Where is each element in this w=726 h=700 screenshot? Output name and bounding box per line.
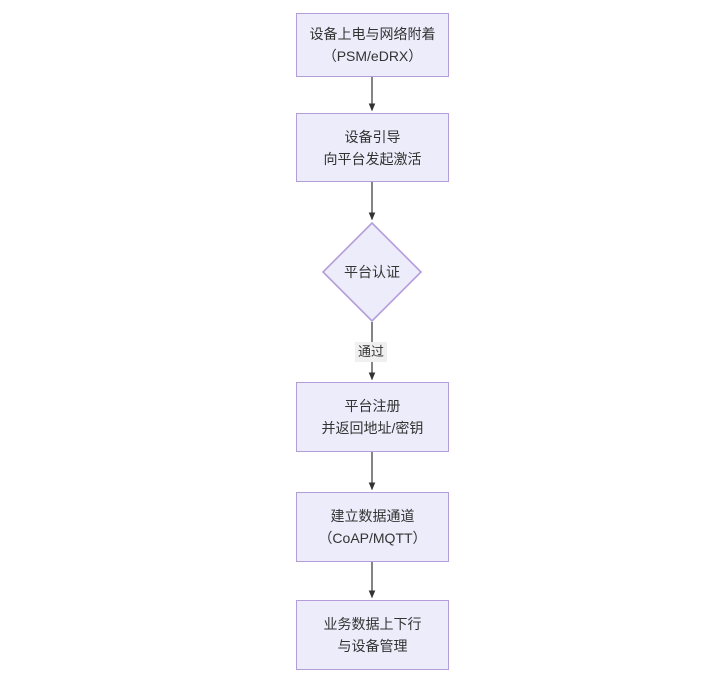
node-label-line: 业务数据上下行 bbox=[323, 616, 422, 632]
node-device-bootstrap[interactable]: 设备引导 向平台发起激活 bbox=[296, 113, 449, 182]
node-platform-auth-decision[interactable]: 平台认证 bbox=[322, 222, 422, 322]
node-label-line: 平台认证 bbox=[344, 264, 400, 280]
node-label-line: （PSM/eDRX） bbox=[322, 48, 423, 64]
node-business-data[interactable]: 业务数据上下行 与设备管理 bbox=[296, 600, 449, 670]
edge-label-pass: 通过 bbox=[355, 342, 388, 362]
node-label-line: （CoAP/MQTT） bbox=[318, 530, 427, 546]
node-label-line: 并返回地址/密钥 bbox=[321, 420, 424, 436]
node-data-channel[interactable]: 建立数据通道 （CoAP/MQTT） bbox=[296, 492, 449, 562]
node-label-line: 向平台发起激活 bbox=[323, 150, 422, 167]
node-platform-register[interactable]: 平台注册 并返回地址/密钥 bbox=[296, 382, 449, 452]
node-label-line: 建立数据通道 bbox=[330, 508, 415, 524]
node-device-poweron[interactable]: 设备上电与网络附着 （PSM/eDRX） bbox=[296, 13, 449, 77]
node-label-line: 设备上电与网络附着 bbox=[309, 26, 436, 42]
diamond-shape-icon bbox=[322, 222, 422, 322]
node-label-line: 与设备管理 bbox=[337, 638, 408, 654]
node-label-line: 平台注册 bbox=[344, 398, 401, 414]
node-label-line: 设备引导 bbox=[344, 128, 401, 145]
